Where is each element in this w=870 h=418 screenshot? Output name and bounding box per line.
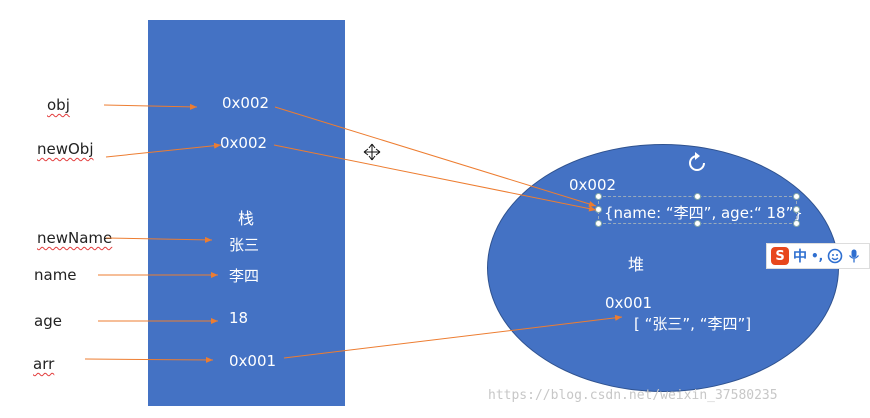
- smiley-icon[interactable]: [827, 248, 843, 264]
- resize-handle[interactable]: [793, 206, 800, 213]
- resize-handle[interactable]: [595, 193, 602, 200]
- ime-logo-icon[interactable]: S: [771, 247, 789, 265]
- resize-handle[interactable]: [694, 193, 701, 200]
- stack-value-newobj: 0x002: [220, 134, 268, 152]
- label-age: age: [34, 312, 62, 330]
- stack-value-newname: 张三: [229, 236, 260, 254]
- watermark: https://blog.csdn.net/weixin_37580235: [488, 388, 778, 403]
- resize-handle[interactable]: [595, 220, 602, 227]
- label-newobj: newObj: [37, 140, 94, 158]
- resize-handle[interactable]: [793, 220, 800, 227]
- heap-array-address: 0x001: [605, 294, 653, 312]
- stack-title: 栈: [238, 209, 255, 228]
- heap-object-address: 0x002: [569, 176, 617, 194]
- ime-toolbar[interactable]: S 中 •,: [766, 243, 870, 269]
- ime-mode-toggle[interactable]: 中: [793, 249, 807, 265]
- move-cursor-icon: [363, 143, 381, 161]
- microphone-icon[interactable]: [847, 248, 861, 264]
- heap-title: 堆: [628, 255, 645, 274]
- stack-value-age: 18: [229, 309, 249, 327]
- heap-object-value[interactable]: {name: “李四”, age:“ 18”}: [604, 204, 803, 222]
- resize-handle[interactable]: [793, 193, 800, 200]
- stack-value-name: 李四: [229, 267, 260, 285]
- heap-array-value: [ “张三”, “李四”]: [634, 315, 752, 333]
- label-newname: newName: [37, 229, 113, 247]
- ime-punctuation-toggle[interactable]: •,: [811, 249, 824, 263]
- stack-value-obj: 0x002: [222, 94, 270, 112]
- stack-value-arr: 0x001: [229, 352, 277, 370]
- label-arr: arr: [33, 355, 55, 373]
- resize-handle[interactable]: [595, 206, 602, 213]
- label-name: name: [34, 266, 77, 284]
- label-obj: obj: [47, 96, 70, 114]
- resize-handle[interactable]: [694, 220, 701, 227]
